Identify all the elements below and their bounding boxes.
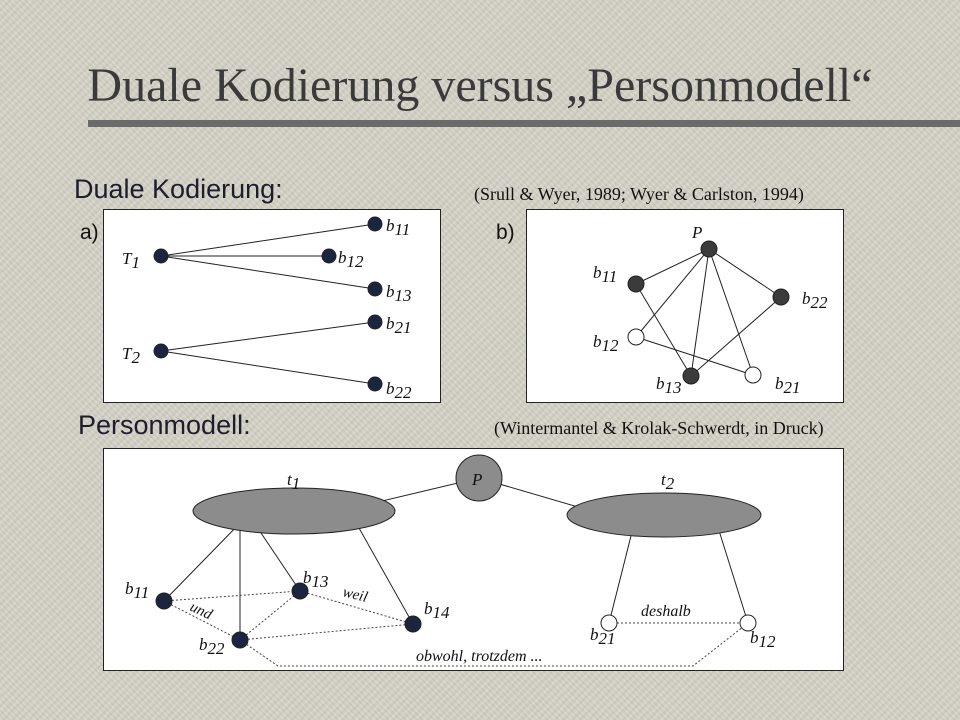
label-t2: t2 xyxy=(661,470,675,493)
node-b11 xyxy=(367,216,383,232)
label-b13: b13 xyxy=(303,568,329,591)
person-node-P xyxy=(455,454,503,502)
node-b13 xyxy=(682,367,700,385)
title-underline xyxy=(88,120,960,127)
edge-t1-b11 xyxy=(160,223,376,257)
label-T1: T1 xyxy=(122,249,140,272)
node-P xyxy=(700,240,718,258)
node-b22 xyxy=(772,288,790,306)
edge-t2-b12 xyxy=(715,520,749,624)
label-b14: b14 xyxy=(424,599,450,622)
label-b12: b12 xyxy=(750,628,776,651)
label-b22: b22 xyxy=(199,635,225,658)
node-b21 xyxy=(600,614,618,632)
diagram-a: T1 T2 b11 b12 b13 b21 b22 xyxy=(122,216,412,402)
label-P: P xyxy=(691,223,702,242)
edge-t1-b14 xyxy=(358,527,414,625)
node-b21 xyxy=(367,314,383,330)
node-T2 xyxy=(153,343,169,359)
edge-t2-b21 xyxy=(160,321,376,352)
edge-p-b21 xyxy=(708,248,754,376)
slide-title: Duale Kodierung versus „Personmodell“ xyxy=(87,59,873,112)
duale-kodierung-heading: Duale Kodierung: xyxy=(74,174,283,204)
label-b12: b12 xyxy=(338,248,364,271)
node-b22 xyxy=(367,376,383,392)
edge-b13-b22 xyxy=(690,296,782,377)
relation-obwohl-trotzdem xyxy=(239,622,749,667)
label-b13: b13 xyxy=(386,282,412,305)
diagram-personmodell: P t1 t2 b11 b13 b14 b22 b21 b12 und weil… xyxy=(125,454,776,667)
node-b12 xyxy=(627,328,645,346)
edge-b12-b21 xyxy=(635,336,754,376)
node-b11 xyxy=(155,592,173,610)
label-b12: b12 xyxy=(593,332,619,355)
relation-b11-b13 xyxy=(163,590,301,602)
node-b12 xyxy=(739,614,757,632)
connective-obwohl-trotzdem: obwohl, trotzdem ... xyxy=(416,648,543,665)
label-b22: b22 xyxy=(802,289,828,312)
edge-p-b13 xyxy=(690,248,710,377)
panel-a-label: a) xyxy=(80,221,99,244)
panel-a-box xyxy=(103,209,441,403)
edge-t1-b13 xyxy=(258,529,301,592)
edge-p-b22 xyxy=(708,248,782,298)
edge-t2-b22 xyxy=(160,350,376,385)
label-b21: b21 xyxy=(775,374,801,397)
label-P: P xyxy=(471,470,482,489)
trait-t2-ellipse xyxy=(566,492,762,538)
personmodell-heading: Personmodell: xyxy=(78,410,251,440)
relation-b22-b14 xyxy=(239,623,414,641)
node-b13 xyxy=(367,281,383,297)
edge-p-b12 xyxy=(635,248,710,338)
label-T2: T2 xyxy=(122,344,140,367)
label-b13: b13 xyxy=(656,374,682,397)
edge-t2-b21 xyxy=(608,527,634,624)
connective-weil: weil xyxy=(341,584,369,606)
label-b22: b22 xyxy=(386,379,412,402)
node-b14 xyxy=(404,615,422,633)
connective-und: und xyxy=(187,599,215,623)
node-T1 xyxy=(153,248,169,264)
panel-b-label: b) xyxy=(496,221,515,244)
edge-t1-b13 xyxy=(160,255,376,290)
node-b11 xyxy=(627,275,645,293)
label-b11: b11 xyxy=(125,579,149,602)
node-b12 xyxy=(321,248,337,264)
label-b21: b21 xyxy=(590,625,616,648)
node-b22 xyxy=(231,631,249,649)
label-b11: b11 xyxy=(593,263,617,286)
diagram-b: P b11 b12 b13 b21 b22 xyxy=(593,223,828,397)
edge-b11-b13 xyxy=(635,283,692,377)
edge-p-b11 xyxy=(635,248,710,285)
relation-b22-b13 xyxy=(239,590,301,641)
label-t1: t1 xyxy=(287,470,300,493)
edge-t1-b11 xyxy=(163,519,244,602)
duale-kodierung-citation: (Srull & Wyer, 1989; Wyer & Carlston, 19… xyxy=(474,184,804,204)
connective-deshalb: deshalb xyxy=(641,603,691,620)
node-b13 xyxy=(291,582,309,600)
node-b21 xyxy=(744,366,762,384)
label-b21: b21 xyxy=(386,314,412,337)
trait-t1-ellipse xyxy=(192,487,396,535)
label-b11: b11 xyxy=(386,216,410,239)
personmodell-citation: (Wintermantel & Krolak-Schwerdt, in Druc… xyxy=(494,418,824,438)
